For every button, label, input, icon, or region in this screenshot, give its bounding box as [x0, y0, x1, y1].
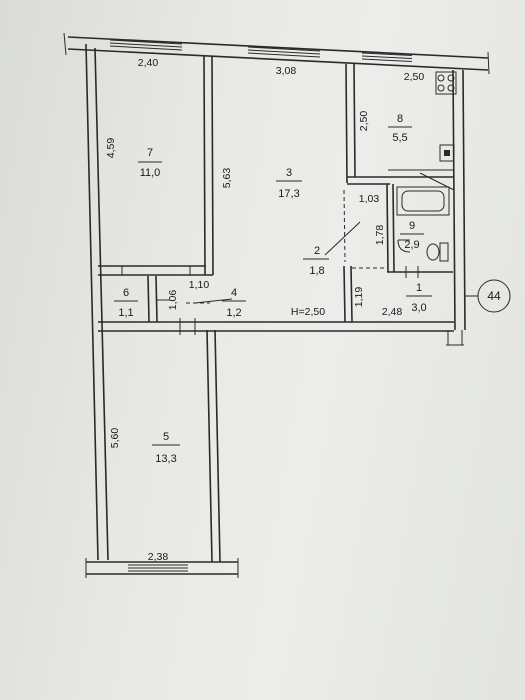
ceiling-height: H=2,50: [291, 306, 325, 318]
room-number: 7: [147, 147, 153, 159]
room-area: 1,8: [309, 265, 324, 277]
sink-icon: [439, 144, 455, 162]
room-area: 5,5: [392, 132, 407, 144]
room-number: 2: [314, 245, 320, 257]
room-labels: 7 11,0 3 17,3 8 5,5 2 1,8 9 2,9 6 1,1 4 …: [114, 113, 432, 465]
window-top-mid: [247, 46, 321, 58]
dim-room5-side: 5,60: [109, 428, 121, 449]
room-number: 8: [397, 113, 403, 125]
room-number: 9: [409, 220, 415, 232]
dim-room3-side: 5,63: [221, 168, 233, 189]
room-number: 5: [163, 431, 169, 443]
room-area: 1,2: [226, 307, 241, 319]
dim-top-left: 2,40: [138, 57, 159, 69]
stove-icon: [435, 71, 457, 95]
bathtub-icon: [396, 186, 450, 216]
room-area: 1,1: [118, 307, 133, 319]
dim-top-mid: 3,08: [276, 65, 297, 77]
interior-walls: [98, 55, 454, 335]
apartment-number: 44: [487, 289, 501, 303]
room-area: 3,0: [411, 302, 426, 314]
dim-room8-side: 2,50: [358, 111, 370, 132]
dimension-lines: [194, 172, 478, 304]
dim-room6-side: 1,06: [167, 290, 179, 311]
outer-walls: [63, 32, 490, 578]
dim-room1-width: 2,48: [382, 306, 403, 318]
window-top-right: [361, 52, 413, 62]
bath-sink-icon: [397, 239, 411, 253]
room-number: 3: [286, 167, 292, 179]
room-number: 1: [416, 282, 422, 294]
dim-bottom: 2,38: [148, 551, 169, 563]
dim-room7-side: 4,59: [105, 138, 117, 159]
dim-room1-side: 1,19: [353, 287, 365, 308]
window-bottom: [128, 564, 188, 572]
dim-passage-width: 1,03: [359, 193, 380, 205]
apartment-number-marker: [477, 279, 511, 313]
room-area: 13,3: [155, 453, 176, 465]
toilet-icon: [426, 242, 449, 262]
room-number: 6: [123, 287, 129, 299]
dimension-labels: 2,40 3,08 2,50 4,59 5,63 2,50 1,03 1,78 …: [105, 57, 424, 563]
dim-under-room7: 1,10: [189, 279, 210, 291]
room-area: 2,9: [404, 239, 419, 251]
room-area: 17,3: [278, 188, 299, 200]
room-area: 11,0: [140, 167, 161, 179]
room-number: 4: [231, 287, 237, 299]
window-top-left: [109, 39, 183, 51]
dim-top-right: 2,50: [404, 71, 425, 83]
dim-passage-height: 1,78: [374, 225, 386, 246]
